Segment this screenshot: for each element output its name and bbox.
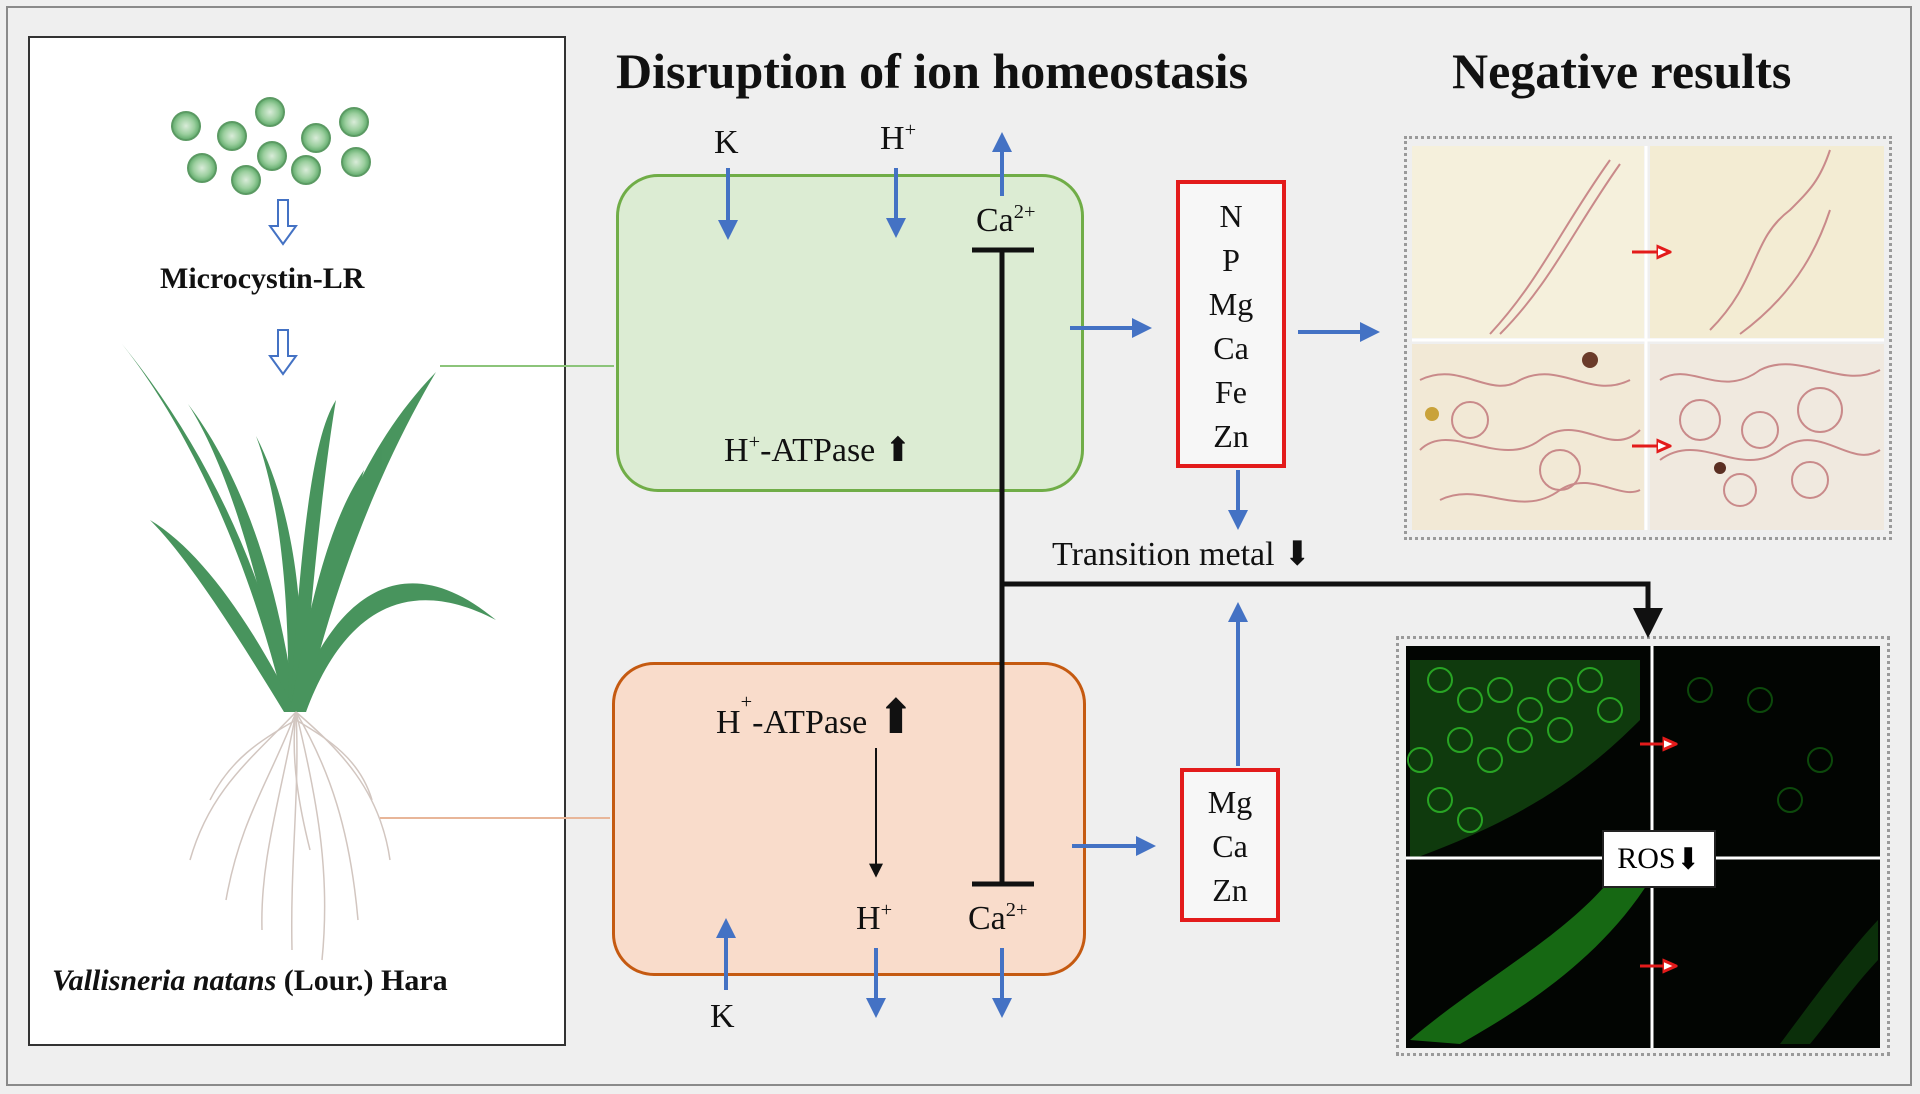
microcystin-label: Microcystin-LR bbox=[160, 262, 365, 295]
leaf-element: Fe bbox=[1215, 374, 1247, 410]
root-k-label: K bbox=[710, 998, 735, 1035]
up-arrow-icon: ⬆ bbox=[875, 691, 916, 744]
title-negative-results: Negative results bbox=[1452, 43, 1792, 99]
root-elements-box bbox=[1180, 768, 1280, 922]
vallisneria-plant bbox=[122, 344, 496, 961]
leaf-elements-box bbox=[1176, 180, 1286, 468]
title-ion-homeostasis: Disruption of ion homeostasis bbox=[616, 43, 1249, 99]
ros-label: ROS⬇ bbox=[1602, 830, 1716, 888]
histology-images bbox=[1412, 146, 1884, 530]
leaf-ca-label: Ca2+ bbox=[976, 200, 1036, 239]
species-author: (Lour.) Hara bbox=[276, 964, 448, 997]
leaf-element: Mg bbox=[1208, 286, 1254, 322]
root-atpase-label: H+-ATPase ⬆ bbox=[716, 690, 916, 744]
hollow-arrow-2 bbox=[268, 329, 298, 376]
leaf-element: P bbox=[1222, 242, 1240, 278]
cyanobacteria-cluster bbox=[171, 97, 371, 195]
transition-metal-label: Transition metal ⬇ bbox=[1052, 536, 1312, 573]
root-h-label: H+ bbox=[856, 898, 893, 937]
root-element: Ca bbox=[1212, 828, 1248, 864]
species-italic: Vallisneria natans bbox=[52, 964, 277, 997]
plant-panel bbox=[28, 36, 566, 1046]
up-arrow-icon: ⬆ bbox=[883, 432, 913, 469]
ros-images bbox=[1406, 646, 1880, 1048]
leaf-element: Zn bbox=[1213, 418, 1249, 454]
leaf-k-label: K bbox=[714, 124, 739, 161]
hollow-arrow-1 bbox=[268, 199, 298, 246]
leaf-element: Ca bbox=[1213, 330, 1249, 366]
leaf-cell bbox=[616, 174, 1084, 492]
root-ca-label: Ca2+ bbox=[968, 898, 1028, 937]
leaf-element: N bbox=[1219, 198, 1243, 234]
root-element: Zn bbox=[1212, 872, 1248, 908]
leaf-h-label: H+ bbox=[880, 118, 917, 157]
species-label: Vallisneria natans (Lour.) Hara bbox=[52, 966, 448, 996]
figure-frame bbox=[6, 6, 1912, 1086]
leaf-atpase-label: H+-ATPase ⬆ bbox=[724, 430, 913, 469]
down-arrow-icon: ⬇ bbox=[1283, 536, 1312, 573]
root-element: Mg bbox=[1207, 784, 1253, 820]
root-cell bbox=[612, 662, 1086, 976]
down-arrow-icon: ⬇ bbox=[1675, 842, 1701, 876]
